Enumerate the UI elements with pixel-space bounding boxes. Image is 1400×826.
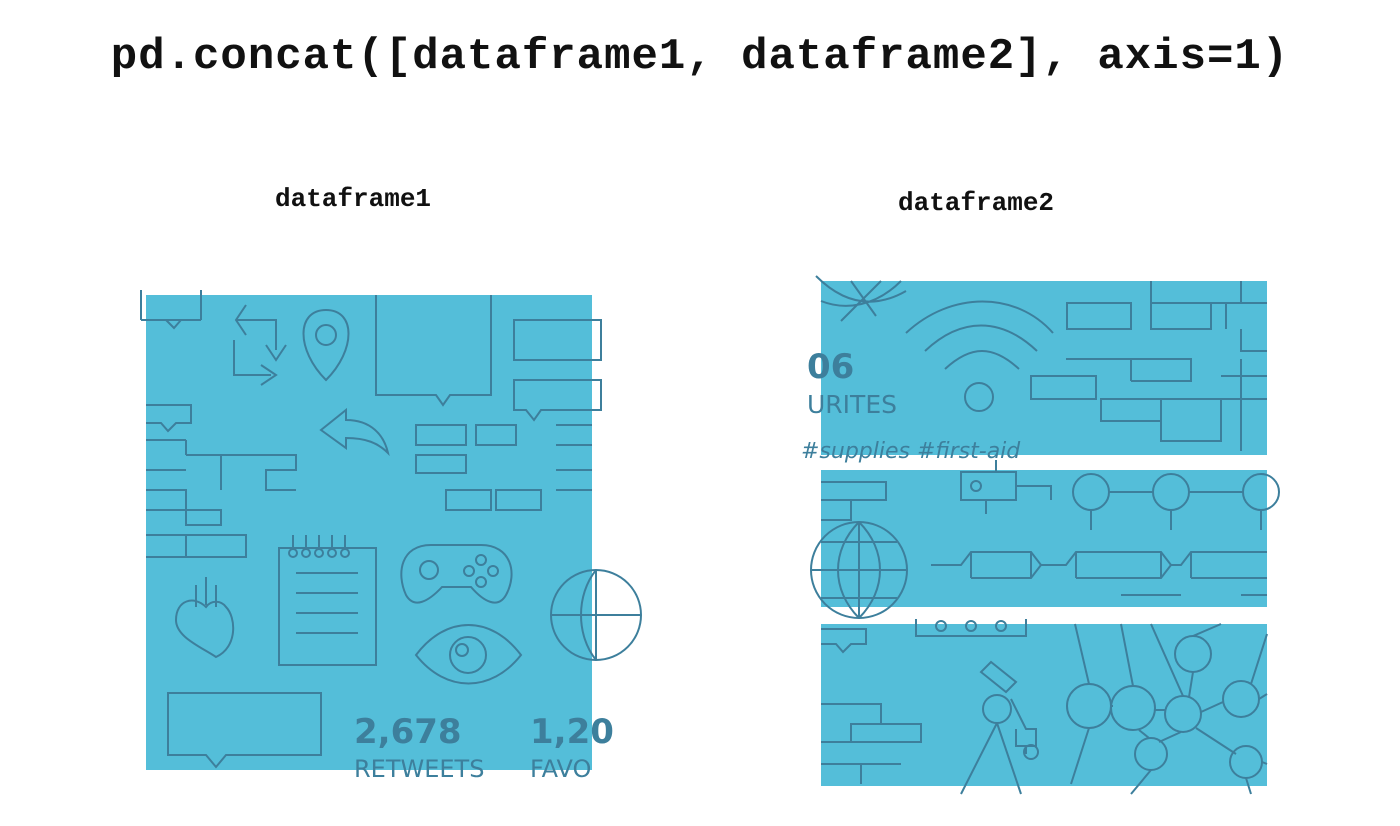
heart-organ-icon [174,577,235,659]
speech-bubble-icon [375,295,492,407]
flowchart-pattern [821,703,922,784]
globe-icon [550,569,642,661]
hashtags-text: #supplies #first-aid [801,439,1021,464]
favorites-label: URITES [807,390,897,419]
chain-pattern [931,551,1267,596]
speech-bubble-icon [821,628,867,654]
globe-icon [815,275,907,322]
concat-code-title: pd.concat([dataframe1, dataframe2], axis… [110,32,1290,82]
notepad-icon [278,535,377,666]
dataframe2-slice-1: 06 URITES #supplies #first-aid [801,275,1267,464]
favorites-label: FAVO [530,755,591,783]
favorites-count: 1,20 [530,712,614,752]
reply-arrow-icon [319,407,390,457]
favorites-count: 06 [807,347,854,387]
flowchart-pattern [821,481,887,521]
game-controller-icon [400,544,513,604]
speech-bubble-icon [146,404,192,433]
flowchart-pattern [1030,281,1267,451]
speech-bubble-icon [140,290,202,330]
dataframe2-label: dataframe2 [898,188,1055,218]
speech-bubble-icon [513,319,602,422]
retweet-icon [233,304,287,386]
dataframe2-slice-2 [810,460,1280,619]
wifi-icon [905,300,1054,412]
dataframe1-label: dataframe1 [275,184,432,214]
network-icon [1066,623,1268,795]
molecule-pattern [1072,473,1280,530]
retweets-label: RETWEETS [354,755,484,783]
flowchart-pattern [146,424,592,558]
globe-icon [810,521,908,619]
dataframe1-panel: 2,678 RETWEETS 1,20 FAVO [140,290,642,783]
retweets-count: 2,678 [354,712,462,752]
location-pin-icon [302,308,350,382]
microscope-icon [960,660,1039,795]
speech-bubble-icon [167,692,322,769]
robot-icon [960,460,1052,514]
cassette-icon [915,619,1027,637]
dataframe2-slice-3 [821,619,1268,795]
eye-icon [414,624,523,685]
